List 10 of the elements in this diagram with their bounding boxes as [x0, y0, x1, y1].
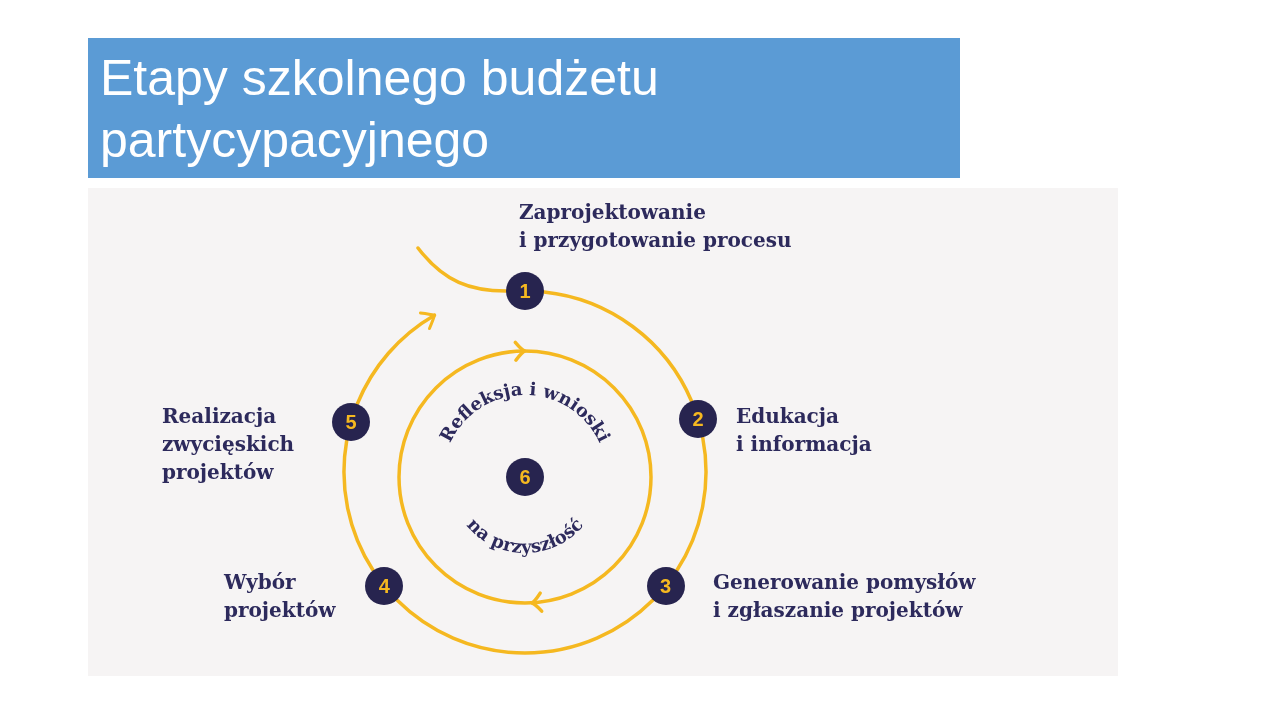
step-label: Zaprojektowanie i przygotowanie procesu	[519, 199, 792, 254]
title: Etapy szkolnego budżetu partycypacyjnego	[100, 49, 660, 170]
step-label: Realizacja zwycięskich projektów	[162, 403, 295, 486]
step-label: Generowanie pomysłów i zgłaszanie projektów	[713, 569, 976, 624]
step-label: Wybór projektów	[224, 569, 336, 624]
step-label: Edukacja i informacja	[736, 403, 872, 458]
connector-line	[416, 246, 508, 293]
connector-line	[675, 435, 708, 573]
connector-line	[542, 290, 694, 403]
connector-line	[395, 598, 655, 655]
